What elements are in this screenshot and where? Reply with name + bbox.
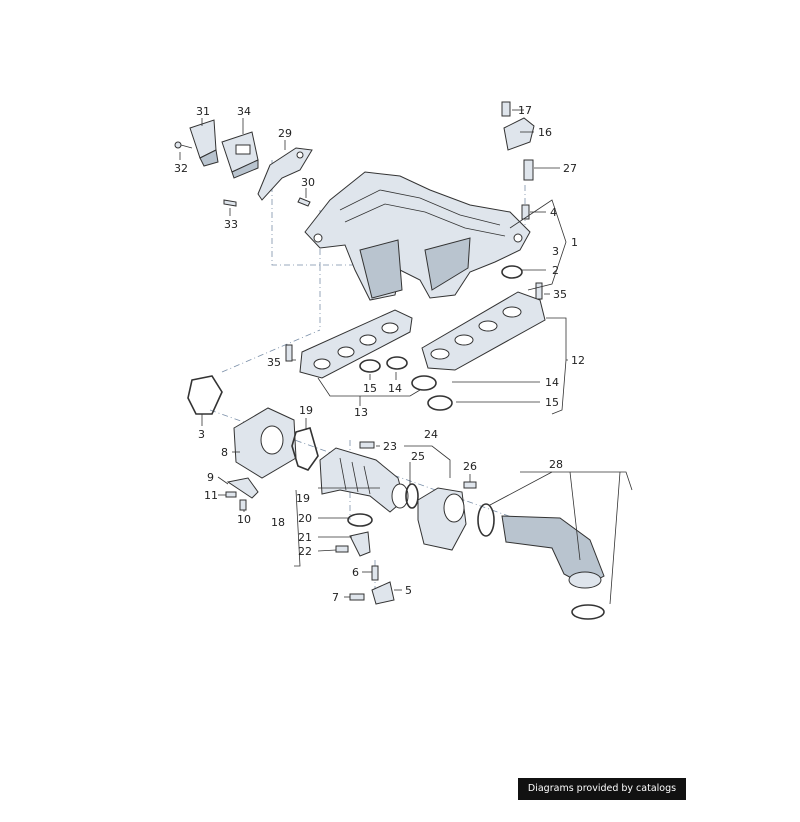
- part-32-bolt: [174, 141, 193, 149]
- part-9-clip: [226, 477, 259, 499]
- part-21-sensor: [349, 531, 371, 557]
- part-11-bolt: [225, 491, 237, 498]
- label-17: 17: [518, 104, 532, 117]
- label-18: 18: [271, 516, 285, 529]
- part-19-gasket: [291, 427, 319, 471]
- label-31: 31: [196, 105, 210, 118]
- seal-15-left: [359, 359, 381, 373]
- label-23: 23: [383, 440, 397, 453]
- label-9: 9: [207, 471, 214, 484]
- label-27: 27: [563, 162, 577, 175]
- seal-14-right: [411, 375, 437, 391]
- label-35-right: 35: [553, 288, 567, 301]
- label-15-left: 15: [363, 382, 377, 395]
- hose-clamp-lower: [571, 604, 605, 620]
- label-33: 33: [224, 218, 238, 231]
- part-3-gasket: [187, 375, 223, 415]
- part-6-bolt: [371, 565, 379, 581]
- label-30: 30: [301, 176, 315, 189]
- part-22-bolt: [335, 545, 349, 553]
- label-19-upper: 19: [299, 404, 313, 417]
- part-number-labels: 31 34 29 32 30 33 17 16 27 4 1 3 2 35 35…: [174, 104, 585, 604]
- part-24-throttle-body: [417, 487, 467, 551]
- label-29: 29: [278, 127, 292, 140]
- exploded-parts-diagram: 31 34 29 32 30 33 17 16 27 4 1 3 2 35 35…: [174, 101, 633, 620]
- part-4-bolt: [521, 204, 530, 220]
- label-25: 25: [411, 450, 425, 463]
- part-20-seal: [347, 513, 373, 527]
- part-26-bolt: [463, 481, 477, 489]
- part-7-bolt: [349, 593, 365, 601]
- label-5: 5: [405, 584, 412, 597]
- part-35-bolt-left: [285, 344, 293, 362]
- part-5-bracket: [371, 581, 395, 605]
- label-4: 4: [550, 206, 557, 219]
- label-3-upper: 3: [552, 245, 559, 258]
- label-1: 1: [571, 236, 578, 249]
- part-1-intake-manifold: [304, 171, 531, 301]
- part-16-bracket: [503, 117, 535, 151]
- part-28-hose: [501, 515, 605, 589]
- label-24: 24: [424, 428, 438, 441]
- part-25-seal: [405, 483, 419, 509]
- part-29-bracket: [257, 147, 313, 201]
- label-10: 10: [237, 513, 251, 526]
- part-18-intake-pipe: [319, 447, 409, 513]
- label-21: 21: [298, 531, 312, 544]
- label-19-lower: 19: [296, 492, 310, 505]
- part-13-flange-left: [299, 309, 413, 379]
- hose-clamp-upper: [477, 503, 495, 537]
- part-23-bolt: [359, 441, 375, 449]
- label-35-left: 35: [267, 356, 281, 369]
- part-27-sensor: [523, 159, 534, 181]
- label-20: 20: [298, 512, 312, 525]
- label-8: 8: [221, 446, 228, 459]
- seal-15-right: [427, 395, 453, 411]
- seal-14-left: [386, 356, 408, 370]
- label-11: 11: [204, 489, 218, 502]
- part-35-bolt-right: [535, 282, 543, 300]
- label-16: 16: [538, 126, 552, 139]
- part-8-housing: [233, 407, 297, 479]
- part-31-bracket: [189, 119, 219, 167]
- part-10-bolt: [239, 499, 247, 511]
- part-17-bolt: [501, 101, 511, 117]
- label-28: 28: [549, 458, 563, 471]
- label-7: 7: [332, 591, 339, 604]
- label-26: 26: [463, 460, 477, 473]
- label-34: 34: [237, 105, 251, 118]
- footer-credit: Diagrams provided by catalogs parts: [518, 778, 686, 816]
- part-34-module: [221, 131, 259, 179]
- label-14-left: 14: [388, 382, 402, 395]
- label-32: 32: [174, 162, 188, 175]
- label-13: 13: [354, 406, 368, 419]
- part-12-flange-right: [421, 291, 546, 371]
- label-22: 22: [298, 545, 312, 558]
- part-30-bolt: [297, 197, 311, 207]
- label-6: 6: [352, 566, 359, 579]
- label-3-lower: 3: [198, 428, 205, 441]
- leader-lines: [179, 109, 633, 605]
- part-2-seal: [501, 265, 523, 279]
- label-2: 2: [552, 264, 559, 277]
- label-15-right: 15: [545, 396, 559, 409]
- label-12: 12: [571, 354, 585, 367]
- part-33-bolt: [223, 199, 237, 207]
- label-14-right: 14: [545, 376, 559, 389]
